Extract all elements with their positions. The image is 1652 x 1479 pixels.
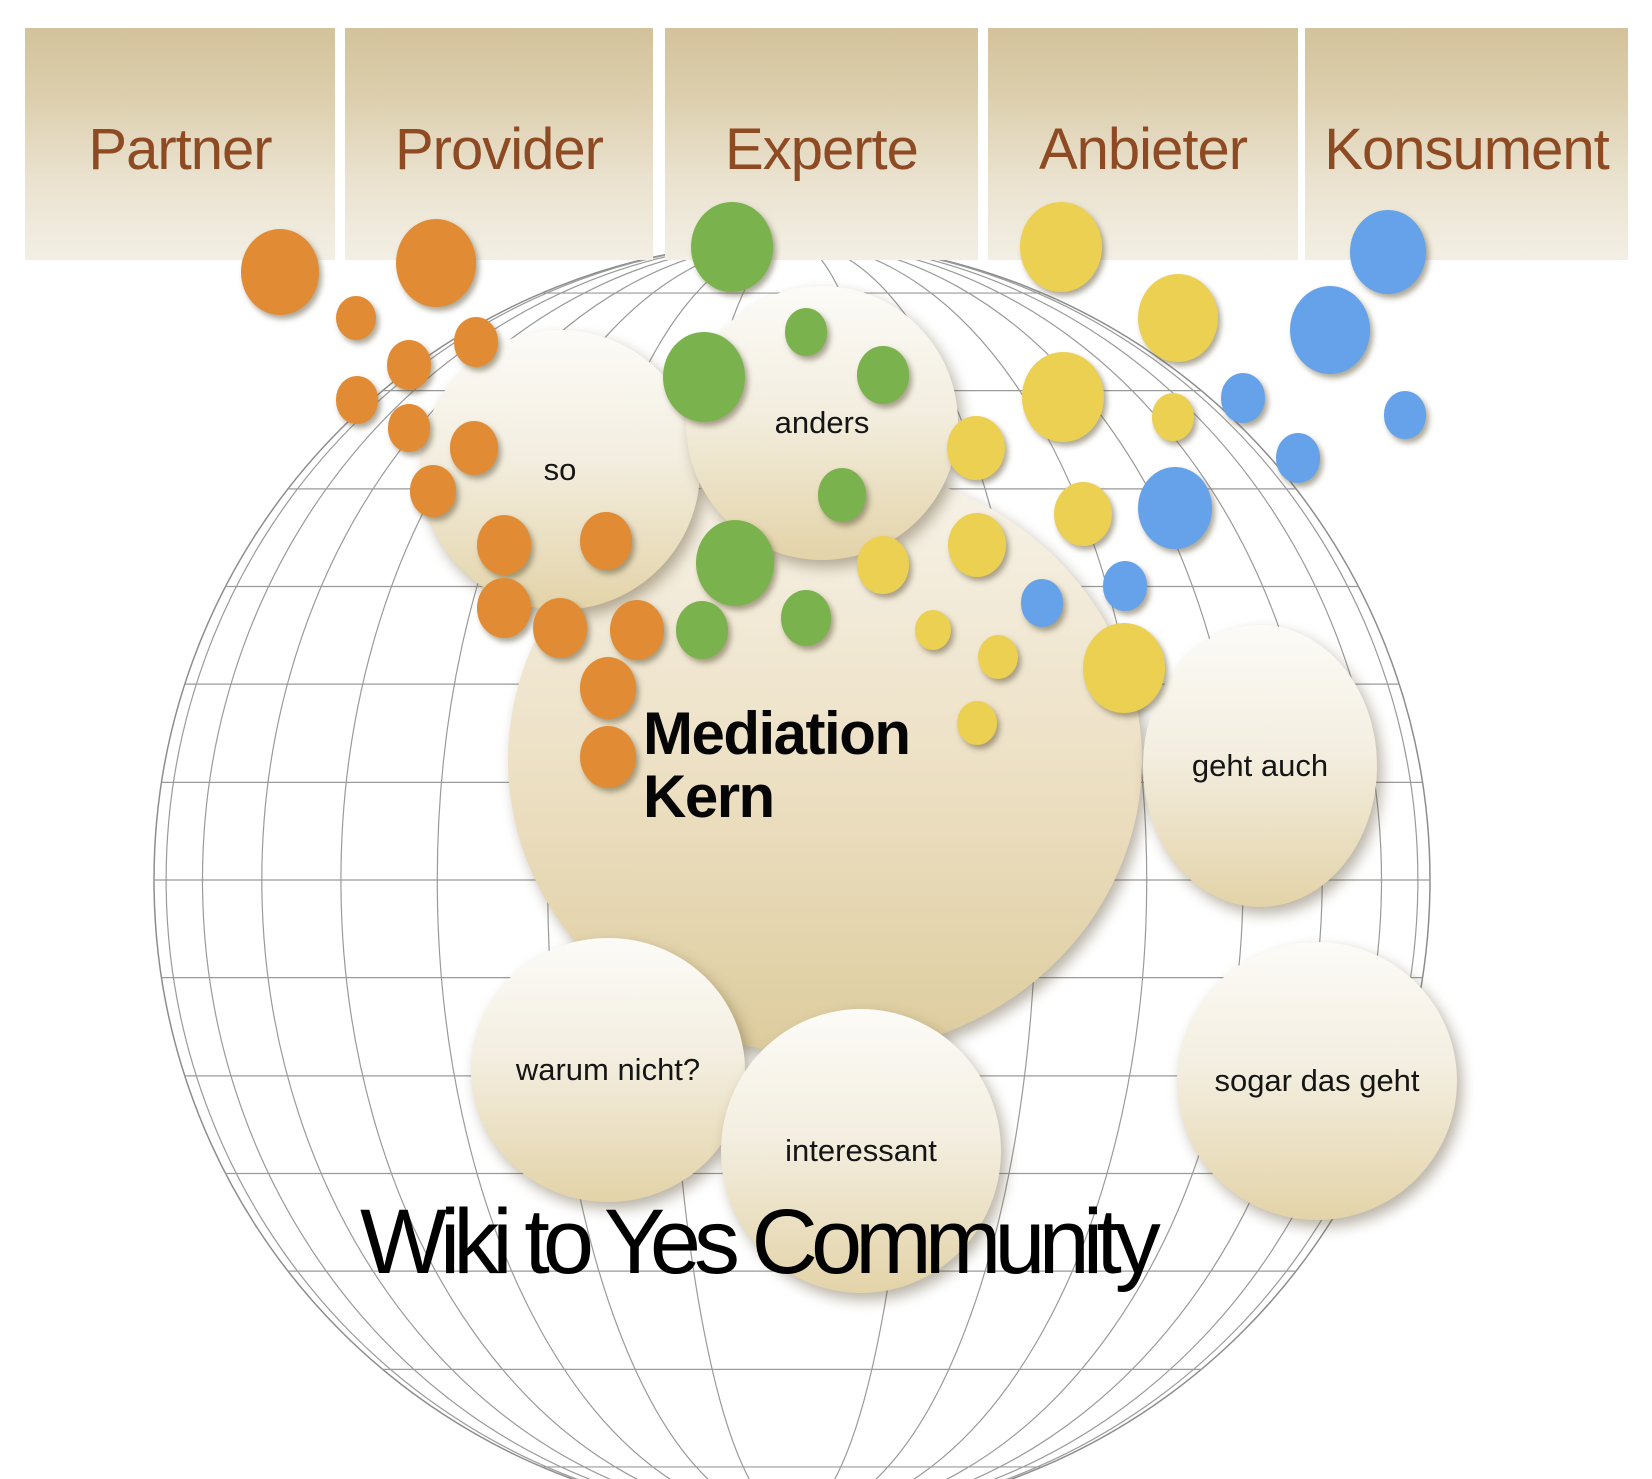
yellow-dot	[1138, 274, 1218, 362]
bubble-label-anders: anders	[774, 405, 870, 440]
mediation-kern-label: Mediation Kern	[643, 700, 911, 830]
audience-box-label: Partner	[88, 116, 272, 182]
yellow-dot	[1151, 393, 1195, 441]
yellow-dot	[977, 634, 1019, 680]
green-dot	[817, 468, 867, 522]
yellow-dot	[1083, 623, 1165, 713]
audience-box-provider: Provider	[345, 28, 653, 260]
blue-dot	[1020, 579, 1064, 627]
green-dot	[780, 590, 832, 646]
orange-dot	[386, 340, 432, 390]
orange-dot	[335, 376, 379, 424]
green-dot	[696, 520, 774, 606]
blue-dot	[1220, 373, 1266, 423]
orange-dot	[609, 600, 665, 660]
orange-dot	[409, 465, 457, 517]
yellow-dot	[914, 609, 952, 651]
blue-dot	[1350, 210, 1426, 294]
orange-dot	[579, 512, 633, 570]
yellow-dot	[947, 512, 1007, 578]
green-dot	[675, 601, 729, 659]
yellow-dot	[946, 415, 1006, 481]
orange-dot	[579, 725, 637, 789]
audience-box-label: Anbieter	[1038, 116, 1248, 182]
green-dot	[784, 308, 828, 356]
audience-box-label: Provider	[395, 116, 604, 182]
orange-dot	[476, 515, 532, 575]
orange-dot	[387, 404, 431, 452]
bubble-label-geht-auch: geht auch	[1191, 748, 1329, 783]
audience-box-konsument: Konsument	[1305, 28, 1628, 260]
bubble-geht-auch: geht auch	[1143, 625, 1377, 907]
yellow-dot	[956, 700, 998, 746]
orange-dot	[579, 656, 637, 720]
diagram-title: Wiki to Yes Community	[360, 1191, 1161, 1293]
blue-dot	[1383, 391, 1427, 439]
orange-dot	[396, 219, 476, 307]
audience-box-label: Konsument	[1324, 116, 1609, 182]
orange-dot	[476, 578, 532, 638]
bubble-interessant: interessant	[721, 1009, 1001, 1293]
yellow-dot	[1053, 481, 1113, 547]
green-dot	[691, 202, 773, 292]
orange-dot	[532, 598, 588, 658]
bubble-warum-nicht: warum nicht?	[471, 938, 745, 1202]
orange-dot	[335, 295, 377, 341]
blue-dot	[1290, 286, 1370, 374]
blue-dot	[1138, 467, 1212, 549]
bubble-label-sogar-das-geht: sogar das geht	[1214, 1063, 1420, 1098]
orange-dot	[453, 317, 499, 367]
yellow-dot	[856, 536, 910, 594]
green-dot	[663, 332, 745, 422]
bubble-label-so: so	[543, 452, 577, 487]
yellow-dot	[1022, 352, 1104, 442]
bubble-label-interessant: interessant	[785, 1133, 937, 1168]
green-dot	[856, 346, 910, 404]
audience-box-partner: Partner	[25, 28, 335, 260]
orange-dot	[449, 421, 499, 475]
yellow-dot	[1020, 202, 1102, 292]
blue-dot	[1102, 561, 1148, 611]
bubble-label-warum-nicht: warum nicht?	[515, 1052, 701, 1087]
audience-box-label: Experte	[725, 116, 919, 182]
blue-dot	[1275, 433, 1321, 483]
orange-dot	[241, 229, 319, 315]
bubble-sogar-das-geht: sogar das geht	[1177, 942, 1457, 1220]
